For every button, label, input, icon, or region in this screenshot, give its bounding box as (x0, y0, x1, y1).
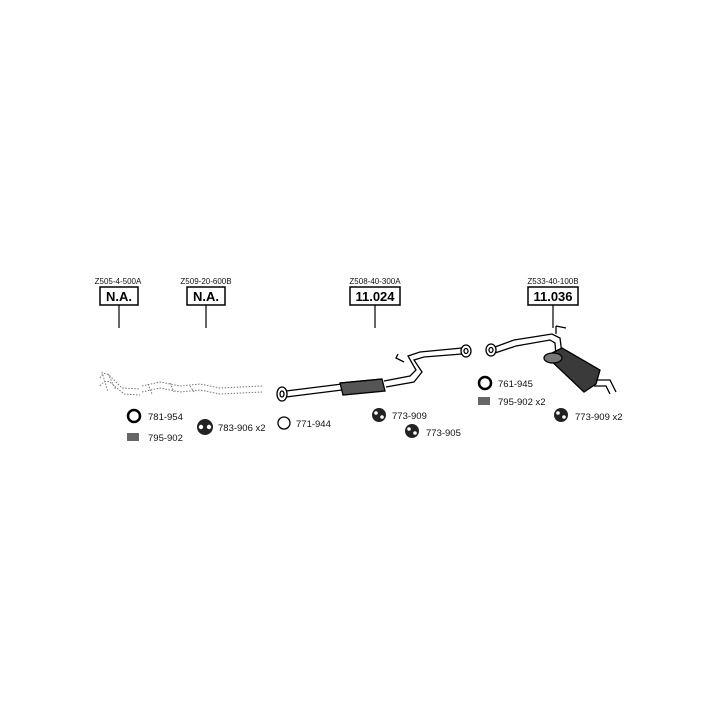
centre-silencer-drawing (276, 344, 472, 402)
part-number: 773-905 (426, 428, 461, 439)
part-783-906[interactable]: 783-906 x2 (197, 419, 266, 435)
ring-gasket-icon (477, 375, 493, 391)
part-773-909-x2[interactable]: 773-909 x2 (554, 408, 623, 423)
rubber-mount-icon (405, 424, 419, 438)
section-rear-silencer[interactable]: Z533-40-100B 11.036 (485, 277, 617, 395)
part-number: 771-944 (296, 419, 331, 430)
part-781-954[interactable]: 781-954 (126, 408, 183, 424)
part-773-905[interactable]: 773-905 (405, 424, 461, 439)
part-795-902-x2[interactable]: 795-902 x2 (478, 397, 546, 408)
part-number: 795-902 (148, 433, 183, 444)
section-label: N.A. (106, 289, 132, 304)
spring-icon (478, 397, 490, 405)
section-label: N.A. (193, 289, 219, 304)
part-761-945[interactable]: 761-945 (477, 375, 533, 391)
part-number: 773-909 x2 (575, 412, 623, 423)
part-number: 795-902 x2 (498, 397, 546, 408)
section-code: Z508-40-300A (349, 277, 401, 286)
rubber-mount-icon (554, 408, 568, 422)
section-label: 11.024 (355, 289, 395, 304)
part-771-944[interactable]: 771-944 (277, 416, 331, 430)
part-number: 781-954 (148, 412, 183, 423)
section-code: Z509-20-600B (180, 277, 231, 286)
section-code: Z505-4-500A (95, 277, 142, 286)
section-code: Z533-40-100B (527, 277, 578, 286)
spring-icon (127, 433, 139, 441)
clamp-icon (197, 419, 213, 435)
rear-silencer-drawing (485, 325, 617, 395)
part-773-909[interactable]: 773-909 (372, 408, 427, 422)
section-centre-silencer[interactable]: Z508-40-300A 11.024 (276, 277, 472, 402)
part-number: 783-906 x2 (218, 423, 266, 434)
section-label: 11.036 (533, 289, 572, 304)
ring-gasket-icon (126, 408, 142, 424)
part-number: 773-909 (392, 411, 427, 422)
mid-pipe-outline (141, 381, 263, 395)
section-front-pipe[interactable]: Z505-4-500A N.A. (95, 277, 142, 396)
gasket-icon (277, 416, 291, 430)
part-795-902[interactable]: 795-902 (127, 433, 183, 444)
section-mid-pipe[interactable]: Z509-20-600B N.A. (141, 277, 263, 395)
part-number: 761-945 (498, 379, 533, 390)
rubber-mount-icon (372, 408, 386, 422)
front-pipe-outline (99, 371, 141, 396)
